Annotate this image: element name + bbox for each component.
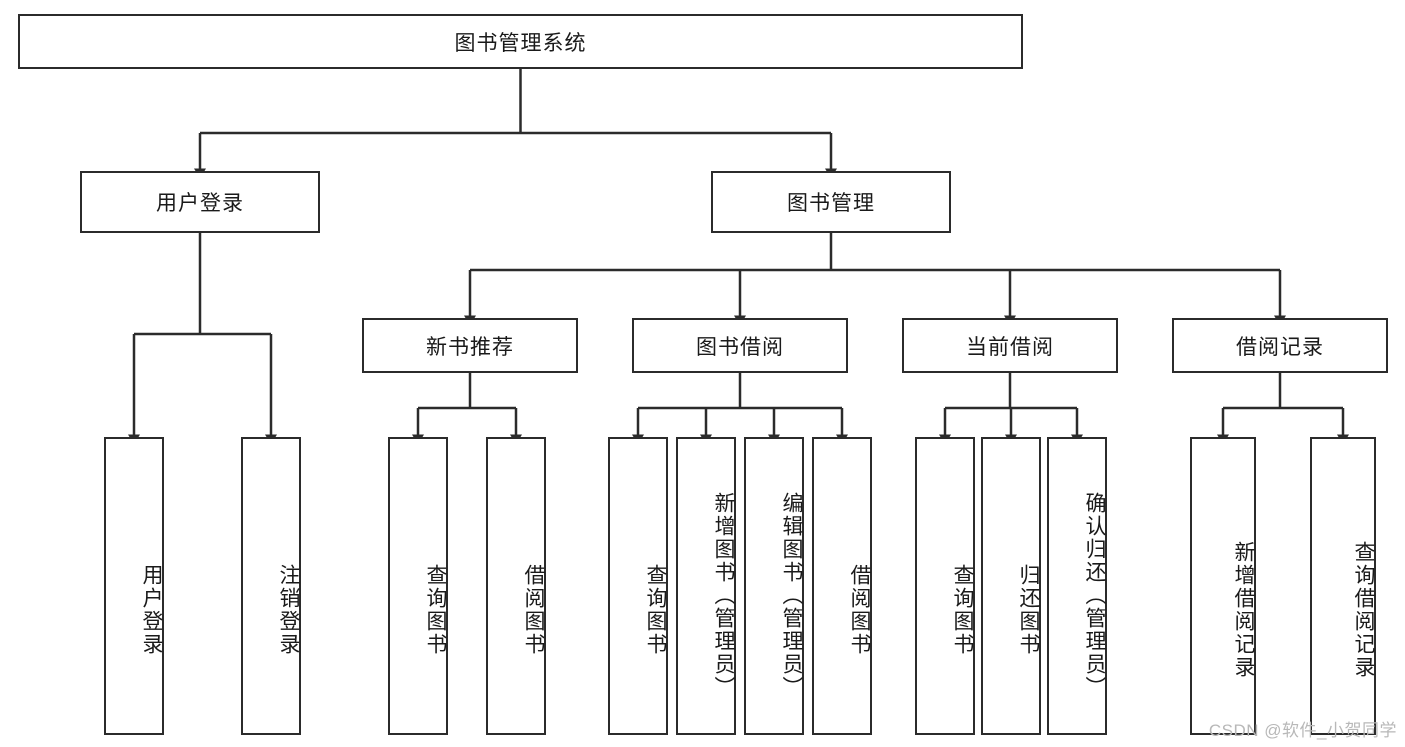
watermark: CSDN @软件_小贺同学 bbox=[1208, 721, 1397, 740]
leaf-query-book-current[interactable]: 查询图书 bbox=[915, 437, 975, 735]
node-label: 新增图书（管理员） bbox=[712, 491, 735, 699]
leaf-borrow-book[interactable]: 借阅图书 bbox=[812, 437, 872, 735]
node-borrow-record[interactable]: 借阅记录 bbox=[1172, 318, 1388, 373]
node-label: 查询图书 bbox=[644, 564, 667, 656]
node-label: 图书借阅 bbox=[696, 335, 784, 359]
node-label: 确认归还（管理员） bbox=[1083, 491, 1106, 699]
leaf-borrow-book-recommend[interactable]: 借阅图书 bbox=[486, 437, 546, 735]
leaf-add-book-admin[interactable]: 新增图书（管理员） bbox=[676, 437, 736, 735]
leaf-confirm-return-admin[interactable]: 确认归还（管理员） bbox=[1047, 437, 1107, 735]
node-label: 图书管理系统 bbox=[454, 31, 587, 55]
node-label: 借阅记录 bbox=[1236, 335, 1324, 359]
node-label: 编辑图书（管理员） bbox=[780, 491, 803, 699]
leaf-edit-book-admin[interactable]: 编辑图书（管理员） bbox=[744, 437, 804, 735]
node-label: 新增借阅记录 bbox=[1232, 541, 1255, 679]
node-user-login[interactable]: 用户登录 bbox=[80, 171, 320, 233]
node-label: 当前借阅 bbox=[966, 335, 1054, 359]
node-label: 新书推荐 bbox=[426, 335, 514, 359]
leaf-query-book-borrow[interactable]: 查询图书 bbox=[608, 437, 668, 735]
node-label: 图书管理 bbox=[787, 192, 875, 215]
node-label: 借阅图书 bbox=[848, 564, 871, 656]
node-new-book-recommend[interactable]: 新书推荐 bbox=[362, 318, 578, 373]
node-current-borrow[interactable]: 当前借阅 bbox=[902, 318, 1118, 373]
leaf-query-borrow-record[interactable]: 查询借阅记录 bbox=[1310, 437, 1376, 735]
node-book-management[interactable]: 图书管理 bbox=[711, 171, 951, 233]
leaf-logout[interactable]: 注销登录 bbox=[241, 437, 301, 735]
node-label: 查询借阅记录 bbox=[1352, 541, 1375, 679]
node-label: 归还图书 bbox=[1017, 564, 1040, 656]
node-label: 用户登录 bbox=[156, 192, 244, 215]
leaf-user-login[interactable]: 用户登录 bbox=[104, 437, 164, 735]
node-label: 查询图书 bbox=[951, 564, 974, 656]
leaf-return-book[interactable]: 归还图书 bbox=[981, 437, 1041, 735]
leaf-add-borrow-record[interactable]: 新增借阅记录 bbox=[1190, 437, 1256, 735]
node-root[interactable]: 图书管理系统 bbox=[18, 14, 1023, 69]
node-label: 注销登录 bbox=[277, 564, 300, 656]
node-label: 借阅图书 bbox=[522, 564, 545, 656]
leaf-query-book-recommend[interactable]: 查询图书 bbox=[388, 437, 448, 735]
edges bbox=[128, 69, 1349, 445]
node-label: 查询图书 bbox=[424, 564, 447, 656]
node-book-borrow[interactable]: 图书借阅 bbox=[632, 318, 848, 373]
node-label: 用户登录 bbox=[140, 564, 163, 656]
